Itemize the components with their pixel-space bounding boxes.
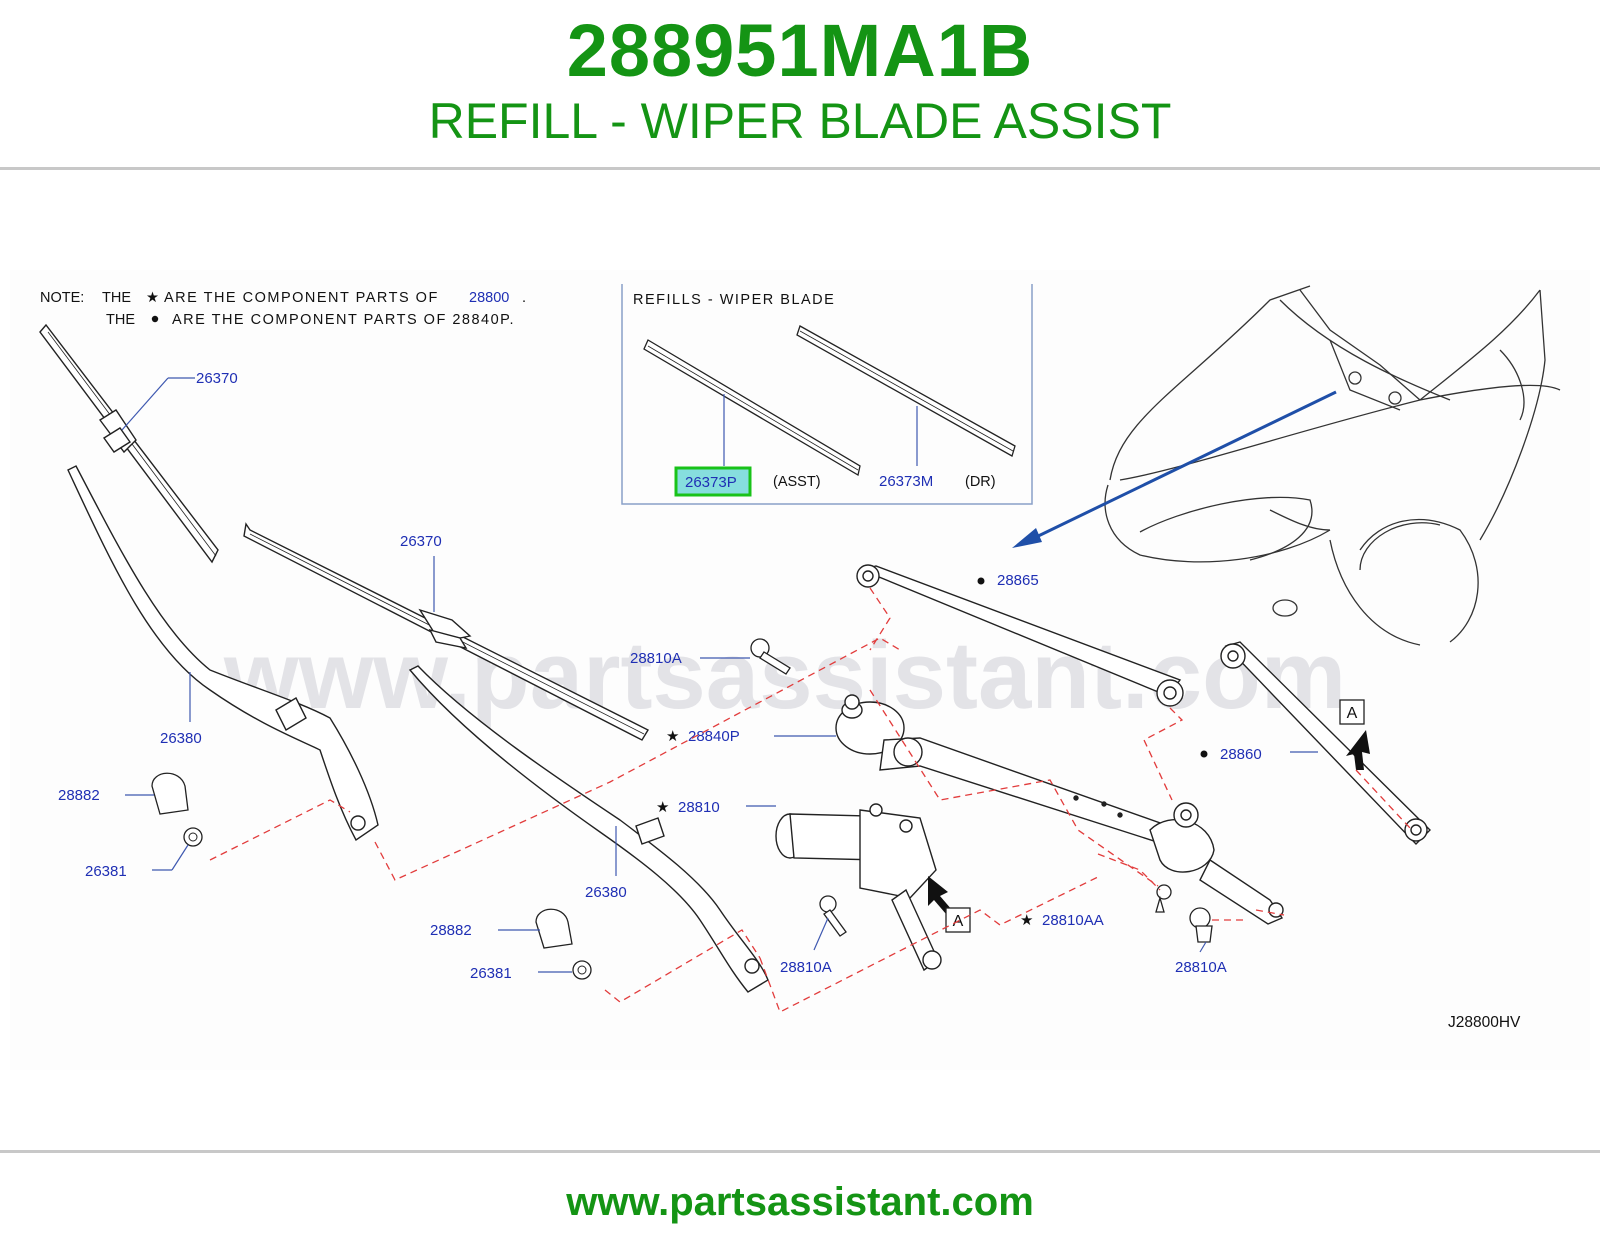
note-line1-end: . (522, 290, 526, 306)
label-28882-mid[interactable]: 28882 (430, 922, 472, 939)
note-line2-the: THE (106, 312, 135, 328)
inset-title: REFILLS - WIPER BLADE (633, 292, 835, 308)
drawing-code: J28800HV (1448, 1014, 1521, 1031)
note-block: NOTE: THE ★ ARE THE COMPONENT PARTS OF 2… (40, 290, 526, 328)
label-28810A-top[interactable]: 28810A (630, 650, 682, 667)
watermark-text: www.partsassistant.com (223, 622, 1346, 729)
wiper-arm-left (67, 465, 379, 842)
label-28810[interactable]: 28810 (678, 799, 720, 816)
bolt-28810A-bl (819, 895, 847, 937)
footer-url-link[interactable]: www.partsassistant.com (566, 1180, 1034, 1224)
parts-diagram: www.partsassistant.com NOTE: THE ★ ARE T… (0, 270, 1600, 1070)
arrow-icon-motor (928, 876, 952, 914)
note-line1-the: THE (102, 290, 131, 306)
wiper-blade-middle (243, 522, 649, 741)
part-description: REFILL - WIPER BLADE ASSIST (428, 93, 1172, 149)
cap-mid (535, 908, 573, 949)
refills-inset: REFILLS - WIPER BLADE 26373P (ASST) 2637… (621, 284, 1033, 505)
pivot-assembly-28840P (835, 694, 1284, 925)
label-26381-left[interactable]: 26381 (85, 863, 127, 880)
motor-28810 (775, 803, 942, 972)
callout-box-a-motor (945, 907, 971, 933)
label-26373P[interactable]: 26373P (685, 474, 737, 491)
note-line1-ref[interactable]: 28800 (469, 290, 509, 306)
label-28810A-br[interactable]: 28810A (1175, 959, 1227, 976)
parts-diagram-canvas: www.partsassistant.com NOTE: THE ★ ARE T… (10, 270, 1590, 1070)
label-26373M[interactable]: 26373M (879, 473, 933, 490)
note-line2-text: ARE THE COMPONENT PARTS OF 28840P. (172, 312, 515, 328)
cap-left (151, 772, 189, 815)
dr-suffix: (DR) (965, 474, 996, 490)
footer-divider (0, 1150, 1600, 1153)
label-26380-mid[interactable]: 26380 (585, 884, 627, 901)
arrow-icon-link (1346, 730, 1370, 770)
label-26381-mid[interactable]: 26381 (470, 965, 512, 982)
dot-icon-28860 (1200, 750, 1208, 758)
label-26370-mid[interactable]: 26370 (400, 533, 442, 550)
label-26370-top[interactable]: 26370 (196, 370, 238, 387)
highlighted-part-box (674, 466, 752, 497)
wiper-arm-middle (408, 665, 769, 993)
label-26380-left[interactable]: 26380 (160, 730, 202, 747)
page-header: 288951MA1B REFILL - WIPER BLADE ASSIST (0, 0, 1600, 168)
connection-lines (209, 587, 1411, 1013)
link-rod-28865 (856, 564, 1184, 707)
star-icon-28810AA: ★ (1020, 912, 1033, 929)
label-28865[interactable]: 28865 (997, 572, 1039, 589)
dot-icon (151, 315, 159, 323)
asst-suffix: (ASST) (773, 474, 821, 490)
bolt-28810AA (1155, 884, 1172, 913)
note-line1-text: ARE THE COMPONENT PARTS OF (164, 290, 439, 306)
note-label: NOTE: (40, 290, 84, 306)
part-number-title: 288951MA1B (566, 9, 1034, 92)
label-28882-left[interactable]: 28882 (58, 787, 100, 804)
star-icon: ★ (146, 290, 159, 306)
label-28840P[interactable]: 28840P (688, 728, 740, 745)
header-divider (0, 167, 1600, 170)
wiper-blade-left (39, 323, 219, 564)
bolt-28810A-br (1189, 907, 1213, 943)
label-28860[interactable]: 28860 (1220, 746, 1262, 763)
dot-icon-28865 (977, 577, 985, 585)
star-icon-28840P: ★ (666, 728, 679, 745)
label-28810A-bl[interactable]: 28810A (780, 959, 832, 976)
link-rod-28860 (1220, 641, 1431, 846)
label-28810AA[interactable]: 28810AA (1042, 912, 1104, 929)
callout-box-a-link (1339, 699, 1365, 725)
callout-a-link: A (1347, 705, 1358, 722)
bolt-28810A-top (750, 638, 791, 675)
star-icon-28810: ★ (656, 799, 669, 816)
